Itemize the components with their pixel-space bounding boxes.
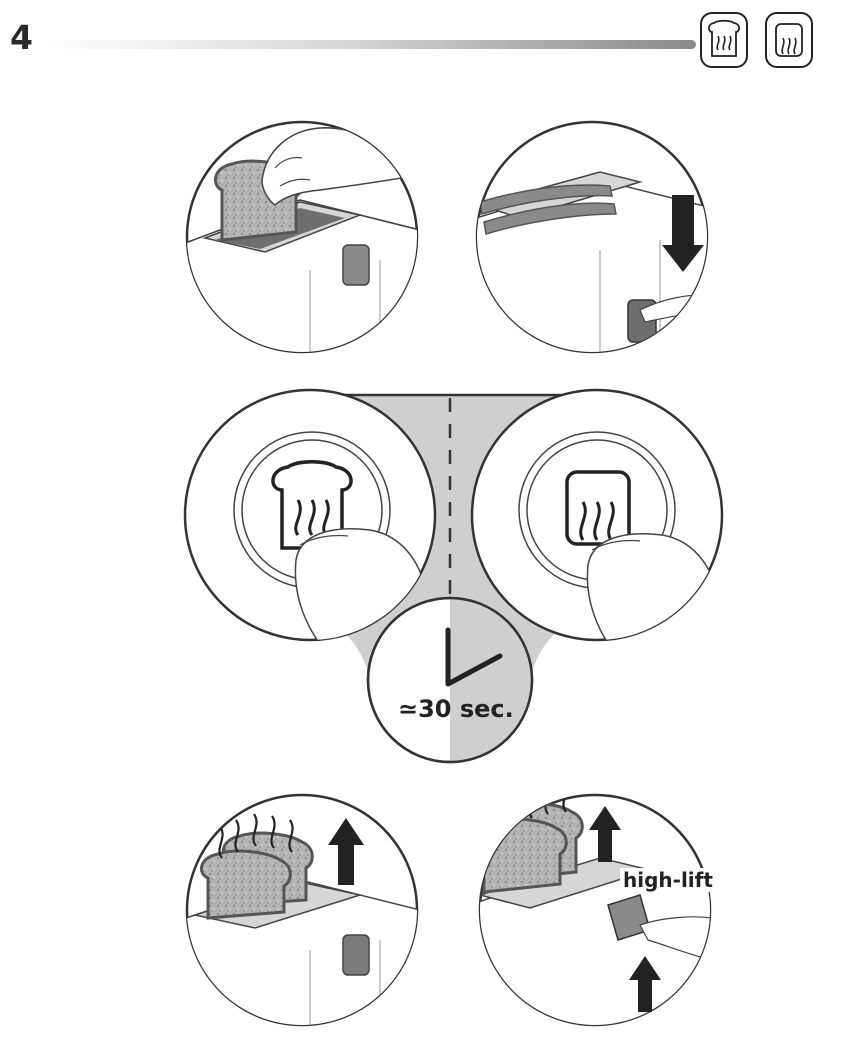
high-lift-label: high-lift [620, 868, 716, 892]
step-toast-pops-up-panel [180, 795, 420, 1050]
step-insert-bread-panel [180, 122, 420, 380]
timer-label: ≃30 sec. [398, 695, 514, 723]
step-high-lift-panel [470, 780, 720, 1050]
step-press-lever-panel [470, 122, 720, 380]
